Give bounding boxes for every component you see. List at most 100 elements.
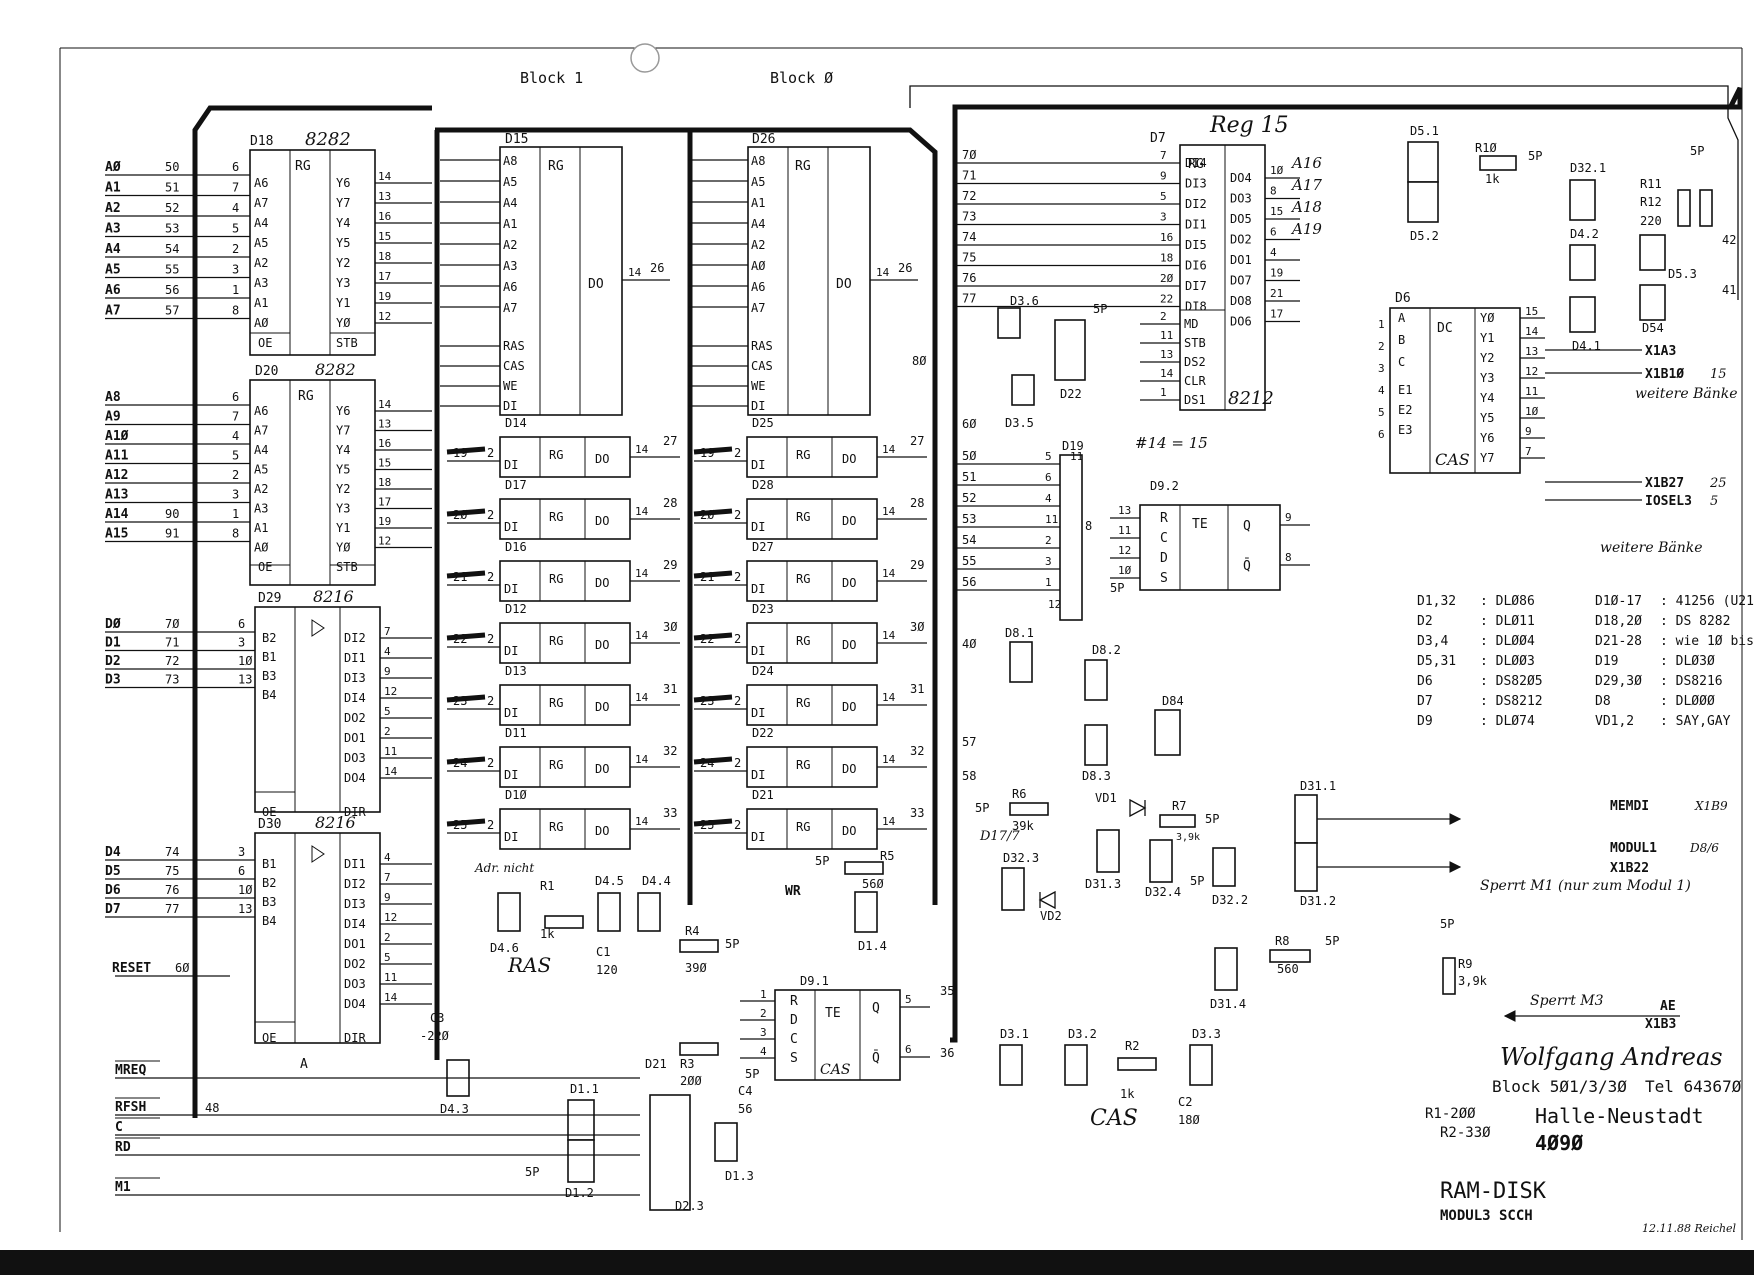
- ram-addr-pin: A3: [503, 259, 517, 273]
- handnote-weitere-banke-2: weitere Bänke: [1600, 540, 1703, 556]
- d91-in: C: [790, 1032, 798, 1047]
- r1-name: R1: [540, 879, 554, 893]
- d7-in: DI5: [1185, 238, 1207, 252]
- ram-row-do: DO: [595, 824, 609, 838]
- signal-name: A6: [105, 283, 121, 298]
- d19-in: 56: [962, 575, 976, 589]
- ram-row-chip: [499, 436, 631, 478]
- ram-row-chip: [746, 436, 878, 478]
- signal-pin: 73: [165, 673, 179, 687]
- signal-out-pin: 7: [232, 410, 239, 424]
- ram-row-chip: [499, 808, 631, 850]
- ras-label: RAS: [507, 953, 551, 977]
- pin-in: B1: [262, 650, 276, 664]
- d92-in: S: [1160, 571, 1168, 586]
- modul1-note: D8/6: [1689, 841, 1719, 855]
- ram-row-in2: 2: [734, 694, 741, 708]
- signal-name: D6: [105, 883, 121, 898]
- signal-out-pin: 13: [238, 673, 252, 687]
- d6-out-num: 12: [1525, 365, 1538, 378]
- d83-in: 57: [962, 735, 976, 749]
- d6-out-num: 15: [1525, 305, 1538, 318]
- x1b3-label: X1B3: [1645, 1017, 1676, 1032]
- ram-row-in: 25: [700, 818, 714, 832]
- d321-name: D32.1: [1570, 161, 1606, 175]
- signal-out-pin: 4: [232, 429, 239, 443]
- cas-label: CAS: [1090, 1106, 1138, 1131]
- signal-name: A1: [105, 181, 121, 196]
- ram-ctrl-pin: WE: [751, 379, 765, 393]
- d7-type: 8212: [1228, 388, 1274, 409]
- ram-row-in: 19: [700, 446, 714, 460]
- signal-name: D5: [105, 864, 121, 879]
- parts-table-cell: : DLØ86: [1480, 594, 1535, 609]
- pin-in: A2: [254, 256, 268, 270]
- d7-out-num: 19: [1270, 267, 1283, 280]
- d81-in: 4Ø: [962, 637, 977, 651]
- r3-value: 2ØØ: [680, 1074, 702, 1088]
- ram-row-do: DO: [842, 762, 856, 776]
- ram-row-out: 14: [882, 753, 896, 766]
- ram-row-name: D27: [752, 540, 774, 554]
- ram-row-do: DO: [842, 576, 856, 590]
- ram-row-pin: 27: [663, 434, 677, 448]
- signal-out-pin: 3: [238, 636, 245, 650]
- d29-type: 8216: [313, 587, 354, 606]
- signal-name: A4: [105, 242, 121, 257]
- ram-addr-pin: A4: [503, 196, 517, 210]
- r12-value: 220: [1640, 214, 1662, 228]
- d42-name: D4.2: [1570, 227, 1599, 241]
- pin-in: A1: [254, 296, 268, 310]
- pin-out-num: 4: [384, 851, 391, 864]
- ram-row-chip: [746, 498, 878, 540]
- d23-name: D2.3: [675, 1199, 704, 1213]
- d12-name: D1.2: [565, 1186, 594, 1200]
- d7-in: DI4: [1185, 156, 1207, 170]
- output-note: 25: [1709, 476, 1727, 491]
- d6-out-num: 9: [1525, 425, 1532, 438]
- ram-row-out: 14: [635, 691, 649, 704]
- ram-row-in2: 2: [487, 570, 494, 584]
- d312-name: D31.2: [1300, 894, 1336, 908]
- ram-ctrl-pin: WE: [503, 379, 517, 393]
- d14-name: D1.4: [858, 939, 887, 953]
- ram-row-chip: [499, 622, 631, 664]
- ram-ctrl-pin: RAS: [751, 339, 773, 353]
- pin-out-num: 13: [378, 418, 391, 431]
- d322-supply: 5P: [1190, 874, 1204, 888]
- ram-row-di: DI: [504, 706, 518, 720]
- d22-name: D22: [1060, 387, 1082, 401]
- d11-name: D1.1: [570, 1082, 599, 1096]
- ram-row-in: 22: [453, 632, 467, 646]
- gates-d36-d35-d22: D3.6 D3.5 D22 5P 8Ø 6Ø: [912, 294, 1107, 431]
- ram-ctrl-pin: CAS: [751, 359, 773, 373]
- pin-in: A5: [254, 463, 268, 477]
- d7-ctrl: STB: [1184, 336, 1206, 350]
- d7-in-pin: 73: [962, 210, 976, 224]
- ram-addr-pin: A8: [503, 154, 517, 168]
- pin-out: DI4: [344, 917, 366, 931]
- d7-ctrl-num: 13: [1160, 348, 1173, 361]
- d7-in-num: 3: [1160, 211, 1167, 224]
- ram-row-func: RG: [796, 696, 810, 710]
- ram-row-do: DO: [842, 638, 856, 652]
- ram-row-name: D14: [505, 416, 527, 430]
- pin-58: 58: [962, 769, 976, 783]
- ram-row-in2: 2: [734, 818, 741, 832]
- d19-num-11: 11: [1070, 450, 1083, 463]
- d6-out-num: 14: [1525, 325, 1539, 338]
- ram-row-in: 23: [700, 694, 714, 708]
- signal-name: A7: [105, 304, 121, 319]
- d19-num: 11: [1045, 513, 1058, 526]
- d19-num: 1: [1045, 576, 1052, 589]
- d7-tag: Reg 15: [1209, 113, 1289, 138]
- signal-pin: 56: [165, 283, 179, 297]
- parts-table-cell: : DLØ3Ø: [1660, 654, 1715, 669]
- parts-table-cell: : 41256 (U2164): [1660, 594, 1754, 609]
- d6-in: A: [1398, 311, 1406, 325]
- d91-out: Q: [872, 1001, 880, 1016]
- d7-in-pin: 71: [962, 169, 976, 183]
